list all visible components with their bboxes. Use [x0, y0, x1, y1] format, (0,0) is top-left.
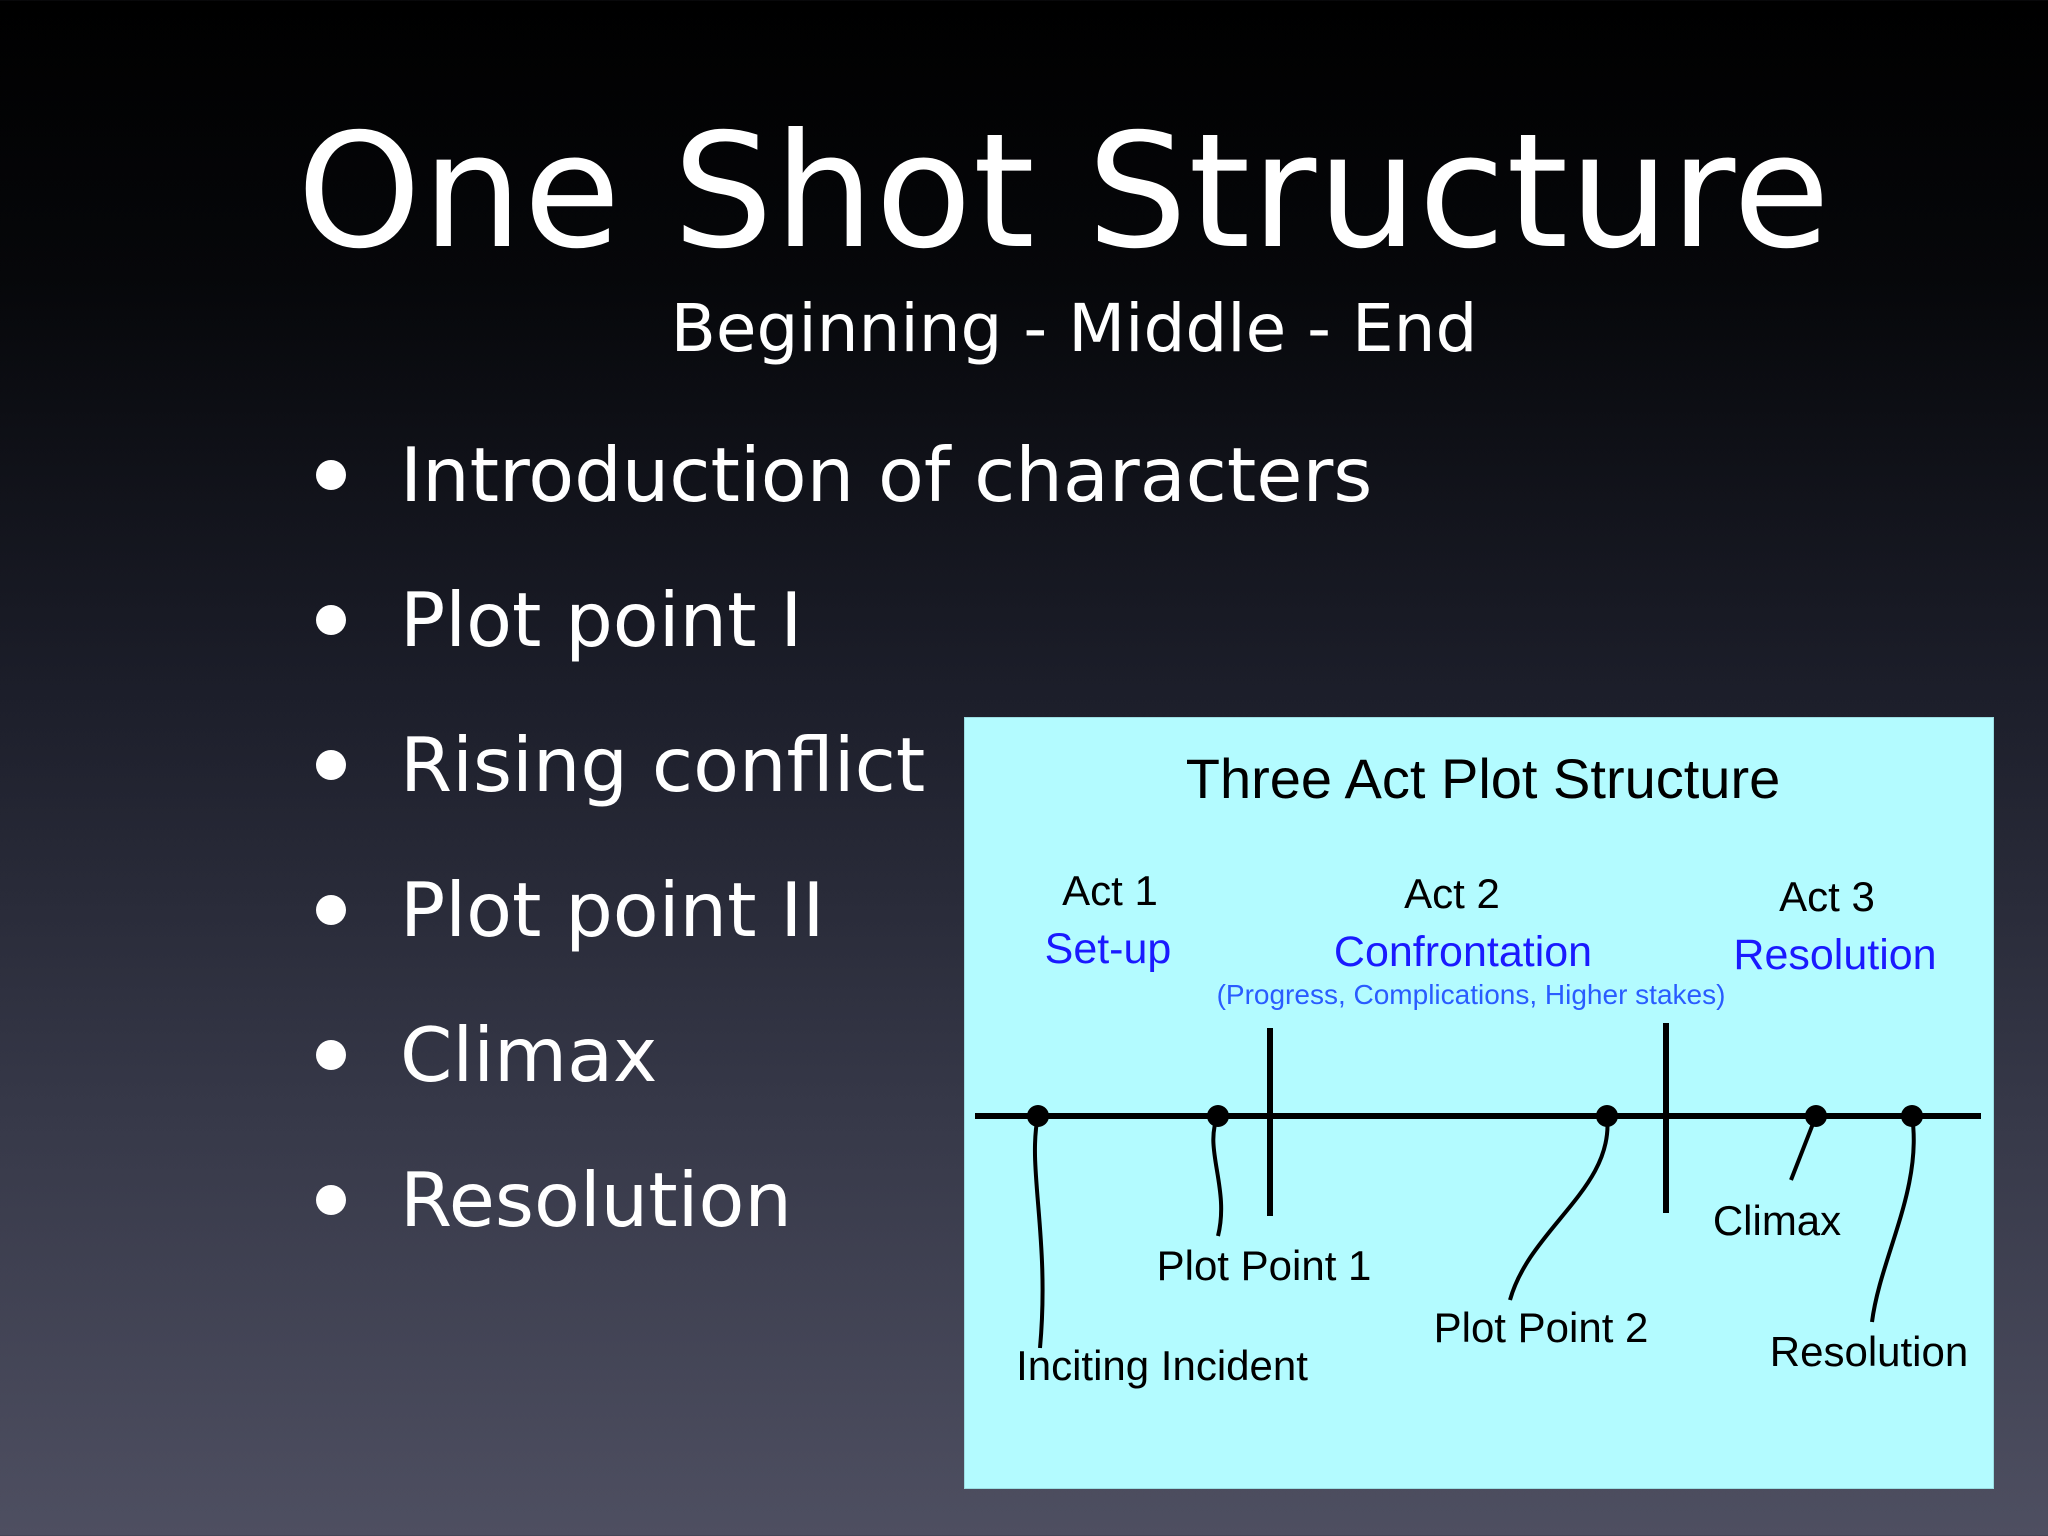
plot-point-2-label: Plot Point 2: [1434, 1304, 1649, 1351]
bullet-text: Resolution: [400, 1156, 792, 1244]
inciting-incident-leader: [1032, 1115, 1045, 1349]
plot-point-1-label: Plot Point 1: [1157, 1242, 1372, 1289]
slide-title: One Shot Structure: [296, 100, 1832, 284]
bullet-dot-icon: [316, 605, 346, 635]
plot-point-2-leader: [1508, 1115, 1610, 1301]
bullet-text: Climax: [400, 1011, 658, 1099]
plot-point-1-leader: [1211, 1115, 1224, 1237]
bullet-text: Plot point I: [400, 576, 803, 664]
act-2-note: (Progress, Complications, Higher stakes): [1217, 979, 1726, 1010]
three-act-diagram-svg: Three Act Plot Structure Act 1 Set-up Ac…: [975, 747, 1981, 1389]
bullet-item-resolution: Resolution: [310, 1155, 1372, 1300]
resolution-leader: [1870, 1115, 1916, 1323]
act-1-name: Set-up: [1045, 925, 1172, 973]
bullet-dot-icon: [316, 1185, 346, 1215]
diagram-title: Three Act Plot Structure: [1186, 747, 1780, 810]
bullet-dot-icon: [316, 895, 346, 925]
act-1-label: Act 1: [1062, 867, 1158, 914]
resolution-label: Resolution: [1770, 1328, 1968, 1375]
bullet-item-introduction: Introduction of characters: [310, 430, 1372, 575]
act-2-label: Act 2: [1404, 870, 1500, 917]
bullet-text: Plot point II: [400, 866, 825, 954]
climax-label: Climax: [1713, 1197, 1841, 1244]
bullet-dot-icon: [316, 460, 346, 490]
bullet-list: Introduction of characters Plot point I …: [310, 430, 1372, 1300]
bullet-item-plot-point-1: Plot point I: [310, 575, 1372, 720]
climax-leader: [1789, 1115, 1818, 1181]
slide-subtitle: Beginning - Middle - End: [670, 290, 1478, 367]
act-3-label: Act 3: [1779, 873, 1875, 920]
act-3-name: Resolution: [1733, 931, 1936, 979]
three-act-diagram: Three Act Plot Structure Act 1 Set-up Ac…: [964, 717, 1994, 1489]
inciting-incident-label: Inciting Incident: [1016, 1342, 1308, 1389]
bullet-dot-icon: [316, 1040, 346, 1070]
act-2-name: Confrontation: [1334, 928, 1592, 976]
bullet-item-rising-conflict: Rising conflict: [310, 720, 1372, 865]
bullet-text: Introduction of characters: [400, 431, 1373, 519]
bullet-item-climax: Climax: [310, 1010, 1372, 1155]
bullet-item-plot-point-2: Plot point II: [310, 865, 1372, 1010]
bullet-dot-icon: [316, 750, 346, 780]
bullet-text: Rising conflict: [400, 721, 926, 809]
